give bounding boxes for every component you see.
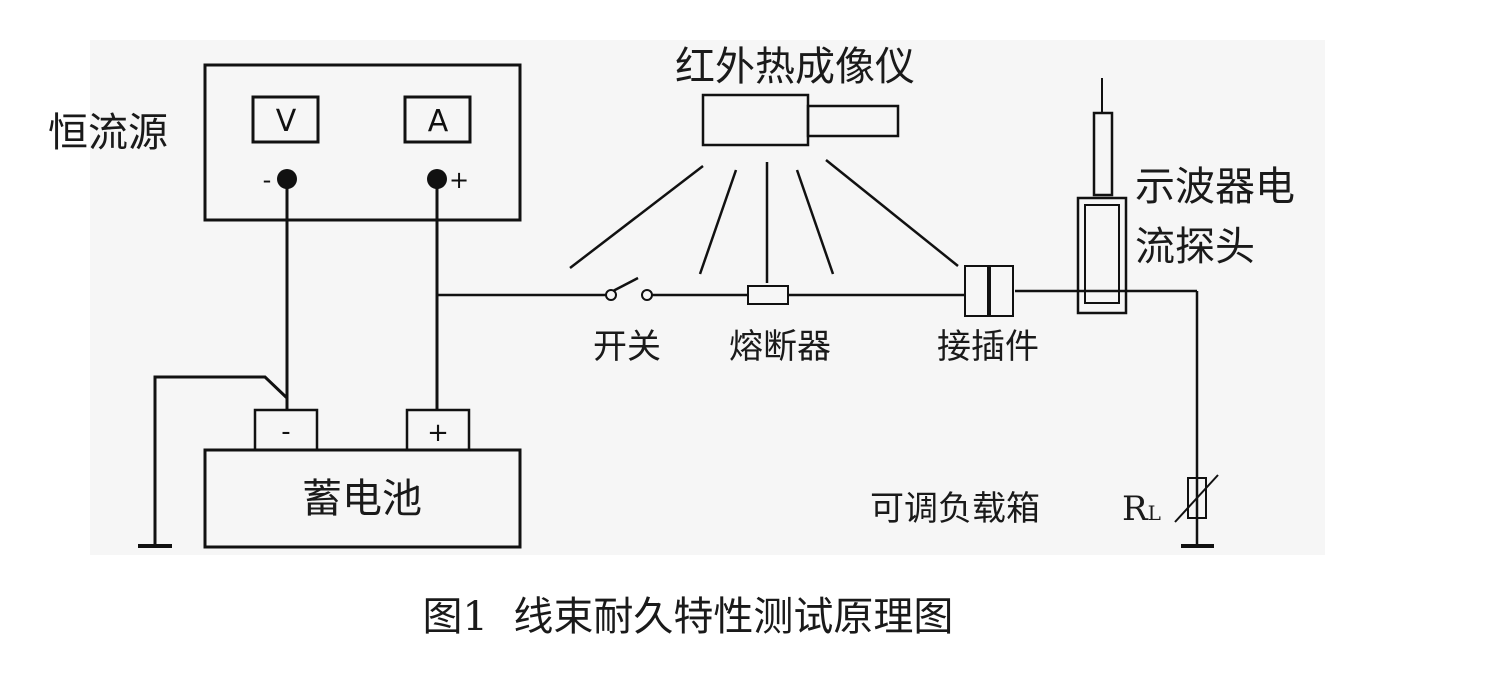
power-supply-box <box>203 63 522 222</box>
figure-caption: 图1 线束耐久特性测试原理图 <box>423 594 954 640</box>
negative-output-sign: - <box>263 166 272 194</box>
thermal-imager-body <box>701 93 810 147</box>
imager-ray-5 <box>825 159 959 267</box>
battery-negative-post <box>253 408 319 452</box>
switch-blade <box>612 276 639 293</box>
thermal-imager-label: 红外热成像仪 <box>675 44 915 90</box>
battery-positive-post <box>405 408 471 452</box>
ammeter-box <box>403 95 472 144</box>
probe-label-line1: 示波器电 <box>1135 164 1295 210</box>
switch-contact-right <box>641 289 653 301</box>
switch-label: 开关 <box>593 327 661 367</box>
load-symbol-r: R <box>1122 489 1149 529</box>
thermal-imager-lens <box>806 104 900 138</box>
load-symbol-subscript: L <box>1148 501 1161 525</box>
probe-handle <box>1092 111 1114 197</box>
probe-label-line2: 流探头 <box>1135 224 1255 270</box>
load-resistor <box>1187 477 1207 519</box>
connector-left-half <box>964 265 989 317</box>
voltmeter-box <box>251 95 320 144</box>
switch-contact-left <box>605 289 617 301</box>
connector-right-half <box>989 265 1014 317</box>
positive-output-sign: + <box>449 166 469 194</box>
ground-wire <box>153 375 289 545</box>
imager-ray-2 <box>698 169 738 275</box>
load-symbol: RL <box>1122 489 1161 529</box>
imager-ray-1 <box>569 165 704 269</box>
battery-positive-sign: + <box>427 418 449 448</box>
fuse-label: 熔断器 <box>729 327 831 367</box>
battery-label: 蓄电池 <box>302 476 422 522</box>
probe-clamp-inner <box>1084 204 1120 304</box>
connector-label: 接插件 <box>937 327 1039 367</box>
battery-negative-sign: - <box>281 417 290 447</box>
battery-box <box>203 448 522 549</box>
load-variable-arrow <box>1174 474 1219 523</box>
power-supply-label: 恒流源 <box>48 110 168 156</box>
fuse-body <box>747 285 789 305</box>
ammeter-label: A <box>428 104 449 139</box>
imager-ray-4 <box>795 169 835 275</box>
voltmeter-label: V <box>276 104 297 139</box>
probe-clamp-outer <box>1076 196 1128 315</box>
load-box-label: 可调负载箱 <box>870 489 1040 529</box>
